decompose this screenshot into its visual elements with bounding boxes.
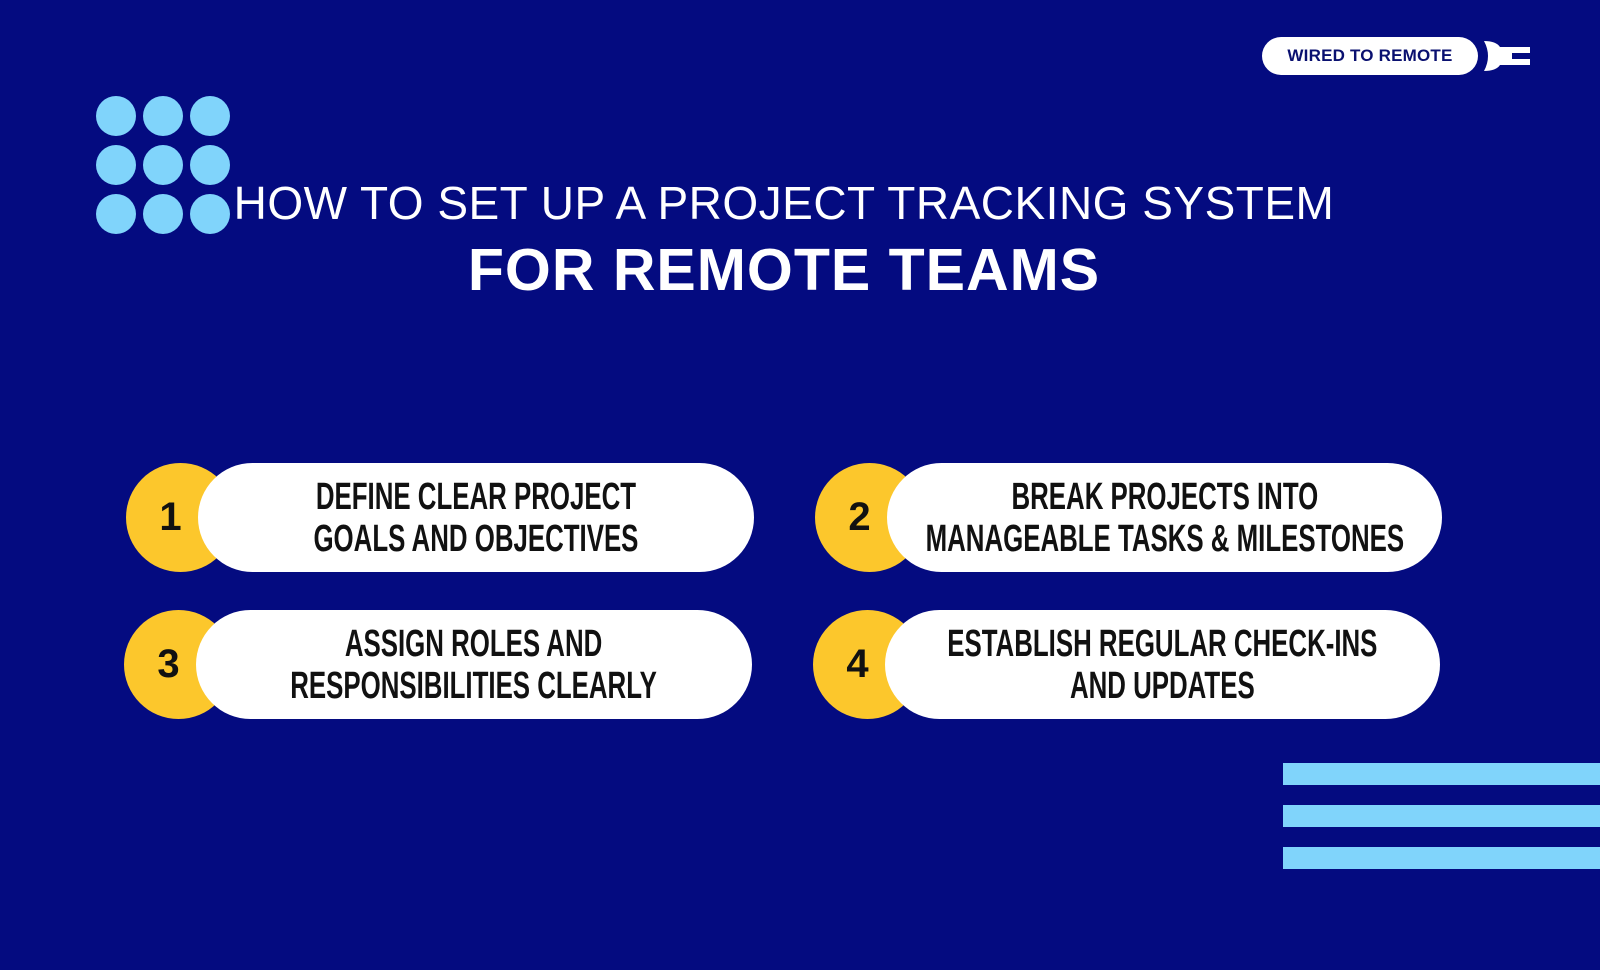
decorative-dot-grid bbox=[96, 96, 236, 236]
decorative-stripe bbox=[1283, 847, 1600, 869]
brand-name: WIRED TO REMOTE bbox=[1287, 46, 1453, 65]
title-line-2: FOR REMOTE TEAMS bbox=[467, 237, 1101, 303]
plug-icon bbox=[1478, 37, 1530, 75]
decorative-stripe bbox=[1283, 763, 1600, 785]
decorative-stripe bbox=[1283, 805, 1600, 827]
title-line-1: HOW TO SET UP A PROJECT TRACKING SYSTEM bbox=[233, 177, 1335, 229]
brand-logo: WIRED TO REMOTE bbox=[1262, 37, 1478, 75]
